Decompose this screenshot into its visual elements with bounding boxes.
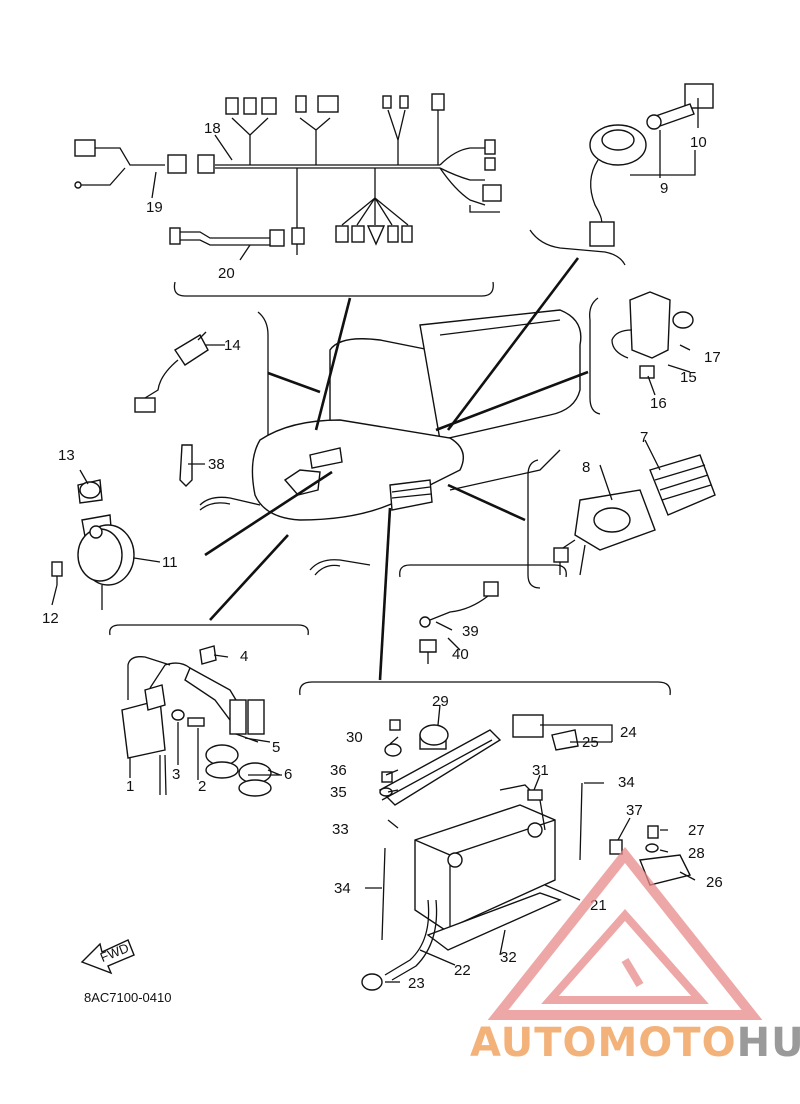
label-part-2: 2 xyxy=(198,778,206,795)
label-part-17: 17 xyxy=(704,349,721,366)
label-part-30: 30 xyxy=(346,729,363,746)
label-part-10: 10 xyxy=(690,134,707,151)
label-part-5: 5 xyxy=(272,739,280,756)
ignition-coil-group xyxy=(109,624,309,797)
main-switch-group xyxy=(529,83,714,266)
label-part-31: 31 xyxy=(532,762,549,779)
label-part-6: 6 xyxy=(284,766,292,783)
handlebar-switch-group xyxy=(134,311,269,487)
diagram-code: 8AC7100-0410 xyxy=(84,990,171,1005)
label-part-25: 25 xyxy=(582,734,599,751)
label-part-15: 15 xyxy=(680,369,697,386)
snowmobile-body xyxy=(199,257,589,681)
label-part-3: 3 xyxy=(172,766,180,783)
watermark-text: AUTOMOTOHUB xyxy=(470,1020,800,1066)
label-part-29: 29 xyxy=(432,693,449,710)
label-part-8: 8 xyxy=(582,459,590,476)
label-part-13: 13 xyxy=(58,447,75,464)
label-part-18: 18 xyxy=(204,120,221,137)
label-part-7: 7 xyxy=(640,429,648,446)
label-part-34-left: 34 xyxy=(334,880,351,897)
label-part-38: 38 xyxy=(208,456,225,473)
label-part-37: 37 xyxy=(626,802,643,819)
cdi-group xyxy=(527,454,716,589)
battery-group xyxy=(299,681,692,991)
watermark-triangle-icon xyxy=(487,846,763,1020)
label-part-40: 40 xyxy=(452,646,469,663)
part-labels: 1 2 3 4 5 6 7 8 9 10 11 12 13 14 15 16 1… xyxy=(42,120,723,1005)
label-part-11: 11 xyxy=(162,554,178,571)
label-part-1: 1 xyxy=(126,778,134,795)
label-part-9: 9 xyxy=(660,180,668,197)
label-part-19: 19 xyxy=(146,199,163,216)
label-part-4: 4 xyxy=(240,648,248,665)
headlight-group xyxy=(51,479,135,610)
label-part-23: 23 xyxy=(408,975,425,992)
label-leaders xyxy=(51,98,699,983)
label-part-12: 12 xyxy=(42,610,59,627)
label-part-33: 33 xyxy=(332,821,349,838)
label-part-35: 35 xyxy=(330,784,347,801)
label-part-16: 16 xyxy=(650,395,667,412)
label-part-14: 14 xyxy=(224,337,241,354)
label-part-26: 26 xyxy=(706,874,723,891)
label-part-22: 22 xyxy=(454,962,471,979)
label-part-32: 32 xyxy=(500,949,517,966)
label-part-27: 27 xyxy=(688,822,705,839)
sensor-group xyxy=(399,564,567,664)
regulator-group xyxy=(589,291,694,415)
wire-harness-group xyxy=(74,93,502,297)
watermark: AUTOMOTOHUB xyxy=(470,846,800,1066)
label-part-34-right: 34 xyxy=(618,774,635,791)
label-part-28: 28 xyxy=(688,845,705,862)
label-part-24: 24 xyxy=(620,724,637,741)
label-part-20: 20 xyxy=(218,265,235,282)
fwd-arrow: FWD xyxy=(80,939,135,975)
label-part-36: 36 xyxy=(330,762,347,779)
label-part-39: 39 xyxy=(462,623,479,640)
